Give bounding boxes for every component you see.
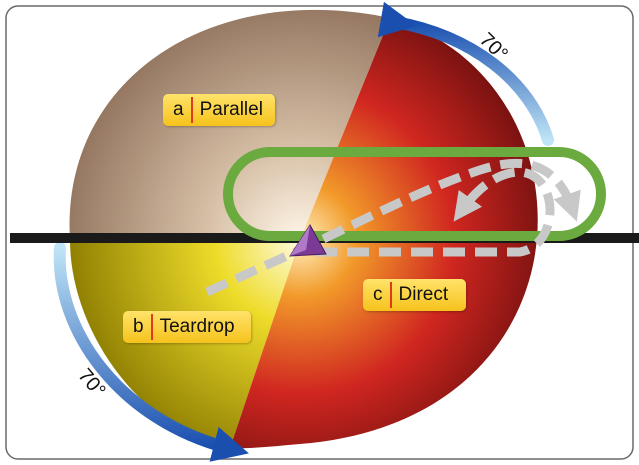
parallel-label: a Parallel [163, 94, 275, 126]
parallel-letter: a [173, 99, 184, 120]
teardrop-sector [70, 240, 300, 448]
direct-letter: c [373, 284, 383, 305]
teardrop-label: b Teardrop [123, 311, 251, 343]
teardrop-name: Teardrop [159, 316, 235, 337]
teardrop-letter: b [133, 316, 144, 337]
bottom-angle-arrow [53, 242, 249, 462]
parallel-name: Parallel [199, 99, 263, 120]
direct-label: c Direct [363, 279, 466, 311]
top-angle-arrow [377, 1, 554, 146]
holding-fix-highlight [290, 225, 310, 256]
direct-name: Direct [398, 284, 449, 305]
holding-pattern [223, 147, 606, 241]
parallel-separator [190, 97, 193, 123]
direct-entry-path [315, 167, 555, 257]
teardrop-separator [150, 314, 153, 340]
direct-separator [389, 282, 392, 308]
teardrop-entry-path [205, 158, 581, 297]
